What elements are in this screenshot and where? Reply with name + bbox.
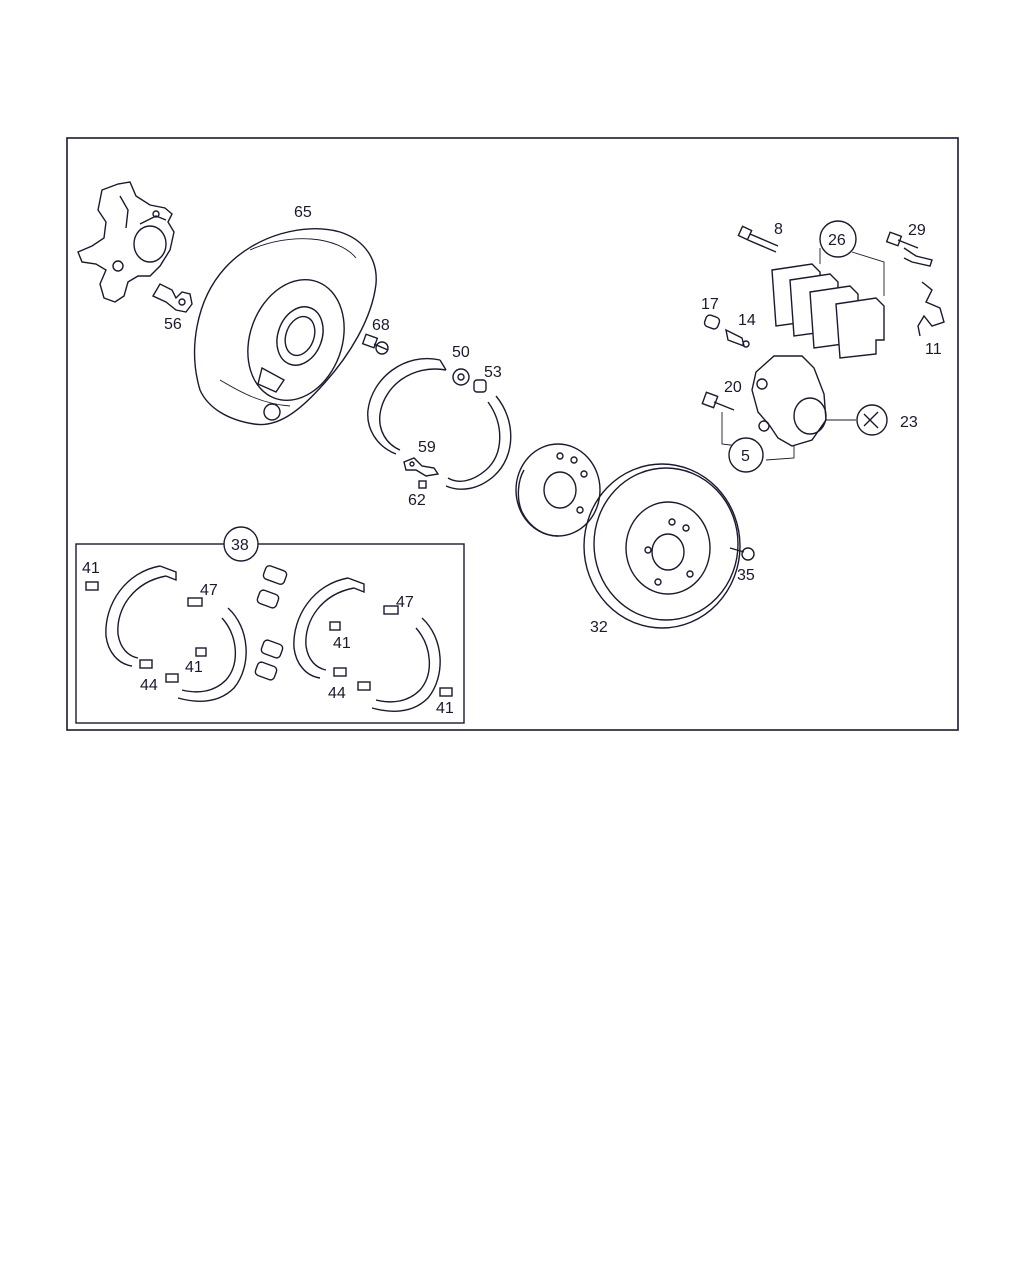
diagram-frame — [66, 137, 959, 731]
callout-circle-38 — [223, 526, 259, 562]
label-41: 41 — [82, 560, 100, 577]
kit-38-frame — [75, 543, 465, 724]
callout-circle-5 — [728, 437, 764, 473]
label-62: 62 — [408, 492, 426, 509]
label-59: 59 — [418, 439, 436, 456]
wrench-icon — [826, 404, 888, 436]
label-5: 5 — [741, 448, 750, 465]
backing-plate-65 — [194, 228, 377, 426]
screw-35 — [729, 547, 755, 561]
label-41: 41 — [436, 700, 454, 717]
spring-clip-11 — [917, 281, 945, 337]
label-41: 41 — [185, 659, 203, 676]
label-47: 47 — [200, 582, 218, 599]
brake-disc-32 — [583, 463, 741, 629]
label-44: 44 — [140, 677, 158, 694]
steering-knuckle — [77, 181, 175, 303]
wear-sensor-29 — [885, 231, 933, 267]
label-53: 53 — [484, 364, 502, 381]
parking-brake-shoe-left — [367, 357, 447, 455]
adjuster-50 — [452, 368, 470, 386]
label-11: 11 — [925, 341, 942, 358]
bolt-68 — [361, 333, 389, 355]
parking-brake-shoe-right — [445, 395, 512, 490]
label-68: 68 — [372, 317, 390, 334]
label-35: 35 — [737, 567, 755, 584]
label-14: 14 — [738, 312, 756, 329]
label-20: 20 — [724, 379, 742, 396]
label-44: 44 — [328, 685, 346, 702]
label-50: 50 — [452, 344, 470, 361]
brake-pads-26 — [771, 248, 885, 359]
bleeder-14 — [725, 328, 750, 348]
label-41: 41 — [333, 635, 351, 652]
label-29: 29 — [908, 222, 926, 239]
label-26: 26 — [828, 232, 846, 249]
callout-circle-26 — [819, 220, 857, 258]
bolt-8 — [737, 225, 779, 253]
label-47: 47 — [396, 594, 414, 611]
label-23: 23 — [900, 414, 918, 431]
spring-clip-59 — [403, 457, 440, 477]
pin-62 — [418, 480, 427, 489]
kit-bolts — [254, 565, 288, 681]
kit-shoe-set-b — [293, 577, 453, 712]
cap-17 — [703, 314, 721, 330]
label-56: 56 — [164, 316, 182, 333]
label-32: 32 — [590, 619, 608, 636]
label-17: 17 — [701, 296, 719, 313]
kit-shoe-set-a — [85, 565, 247, 702]
label-65: 65 — [294, 204, 312, 221]
adjuster-53 — [473, 379, 487, 393]
label-38: 38 — [231, 537, 249, 554]
bolt-20 — [701, 391, 735, 411]
wheel-hub — [515, 443, 601, 537]
label-8: 8 — [774, 221, 783, 238]
bracket-56 — [152, 283, 193, 313]
